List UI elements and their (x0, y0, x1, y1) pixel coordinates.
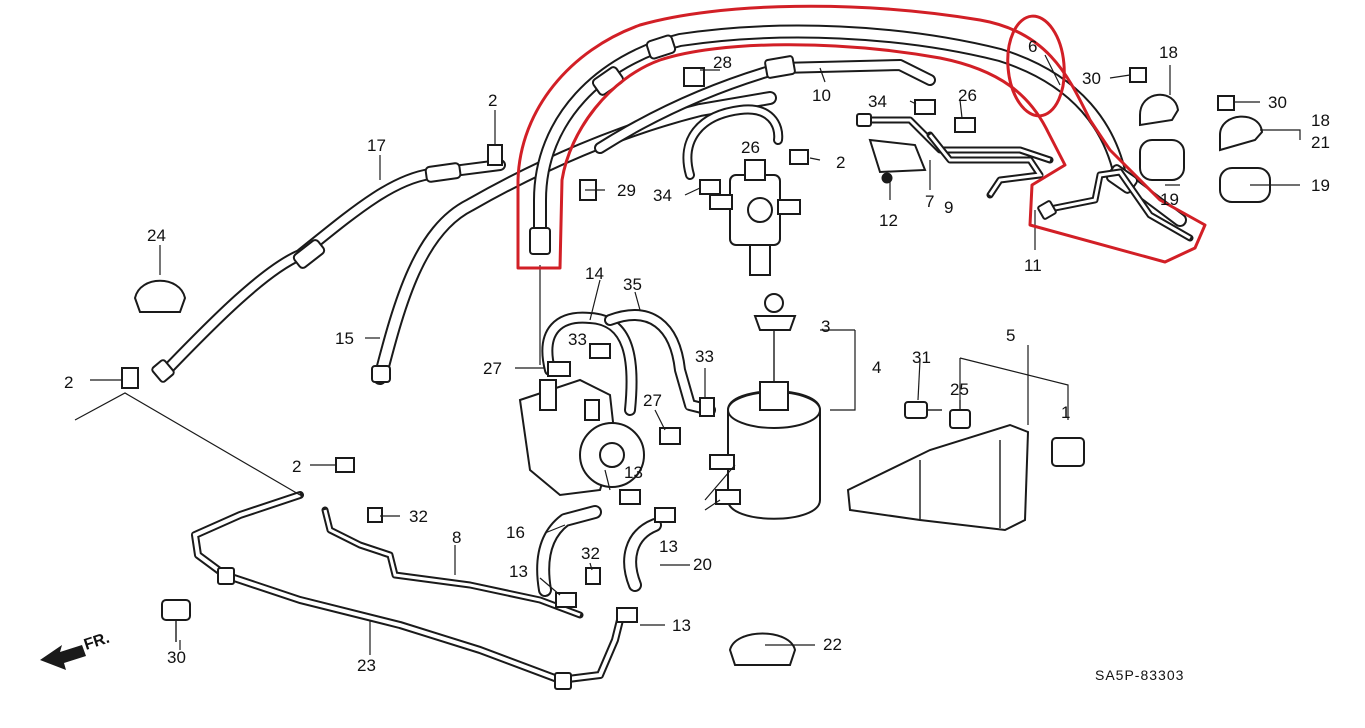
pipe-7-9 (856, 113, 1194, 242)
pipe-23 (191, 491, 624, 690)
reservoir-bracket-5 (846, 423, 1030, 532)
callout-4: 4 (872, 358, 881, 377)
clamp-18 (1139, 93, 1264, 152)
callout-2: 2 (292, 457, 301, 476)
callout-26: 26 (741, 138, 760, 157)
highlight-part-6 (516, 4, 1207, 270)
callout-27: 27 (643, 391, 662, 410)
hose-10 (594, 55, 936, 180)
nut-25 (949, 409, 971, 429)
callout-25: 25 (950, 380, 969, 399)
callout-14: 14 (585, 264, 604, 283)
callout-18: 18 (1159, 43, 1178, 62)
callout-7: 7 (925, 192, 934, 211)
cushion-1 (1051, 437, 1085, 467)
callout-5: 5 (1006, 326, 1015, 345)
callout-35: 35 (623, 275, 642, 294)
callout-12: 12 (879, 211, 898, 230)
reservoir (709, 293, 821, 520)
callout-24: 24 (147, 226, 166, 245)
callout-32: 32 (581, 544, 600, 563)
grommet-19 (1139, 139, 1271, 203)
callout-26: 26 (958, 86, 977, 105)
callout-13: 13 (624, 463, 643, 482)
callout-19: 19 (1160, 190, 1179, 209)
callout-2: 2 (488, 91, 497, 110)
hose-16-20 (536, 505, 662, 597)
callout-33: 33 (695, 347, 714, 366)
callout-19: 19 (1311, 176, 1330, 195)
pipe-8 (321, 506, 584, 619)
callout-21: 21 (1311, 133, 1330, 152)
callout-9: 9 (944, 198, 953, 217)
callout-13: 13 (672, 616, 691, 635)
callout-8: 8 (452, 528, 461, 547)
callout-3: 3 (821, 317, 830, 336)
callout-16: 16 (506, 523, 525, 542)
callout-29: 29 (617, 181, 636, 200)
power-steering-pump (518, 378, 645, 497)
callout-20: 20 (693, 555, 712, 574)
clamp-24 (133, 279, 187, 313)
callout-32: 32 (409, 507, 428, 526)
front-direction-arrow: FR. (40, 630, 112, 670)
callout-22: 22 (823, 635, 842, 654)
callout-17: 17 (367, 136, 386, 155)
callout-18: 18 (1311, 111, 1330, 130)
callout-34: 34 (653, 186, 672, 205)
callout-23: 23 (357, 656, 376, 675)
callout-27: 27 (483, 359, 502, 378)
callout-1: 1 (1061, 403, 1070, 422)
bolt-31 (904, 401, 942, 419)
callout-34: 34 (868, 92, 887, 111)
callout-30: 30 (167, 648, 186, 667)
callout-2: 2 (836, 153, 845, 172)
callout-numbers: 1 2 2 2 2 3 4 5 6 7 8 9 10 11 12 13 13 1… (64, 37, 1330, 675)
small-fasteners (121, 67, 1235, 623)
hose-17 (151, 159, 506, 383)
callout-30: 30 (1268, 93, 1287, 112)
leader-lines (74, 54, 1301, 655)
clamp-22 (728, 632, 797, 666)
callout-28: 28 (713, 53, 732, 72)
callout-33: 33 (568, 330, 587, 349)
bolt-30 (161, 599, 191, 642)
callout-31: 31 (912, 348, 931, 367)
gearbox-valve (709, 159, 801, 276)
direction-label: FR. (82, 630, 112, 654)
callout-6: 6 (1028, 37, 1037, 56)
figure-code: SA5P-83303 (1095, 667, 1184, 683)
callout-15: 15 (335, 329, 354, 348)
callout-2: 2 (64, 373, 73, 392)
bracket-12 (868, 138, 927, 184)
callout-13: 13 (509, 562, 528, 581)
callout-10: 10 (812, 86, 831, 105)
callout-11: 11 (1024, 256, 1042, 275)
callout-13: 13 (659, 537, 678, 556)
callout-30: 30 (1082, 69, 1101, 88)
